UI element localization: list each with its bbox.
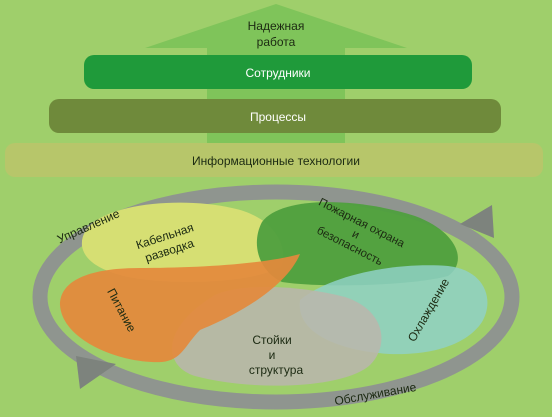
processes-bar (49, 99, 501, 133)
petal-fire (256, 202, 458, 286)
arrow-label-line2: работа (257, 35, 296, 49)
petal-cabling (81, 202, 284, 282)
arrow-label-line1: Надежная (248, 19, 305, 33)
fire-label-line2: и (350, 228, 361, 242)
racks-label-line2: и (269, 348, 276, 362)
it-bar (5, 143, 543, 177)
maintenance-label: Обслуживание (333, 380, 417, 408)
lifecycle-ring (32, 184, 520, 410)
processes-bar-label: Процессы (250, 110, 306, 124)
employees-bar-label: Сотрудники (246, 66, 311, 80)
racks-label: Стойки и структура (249, 333, 304, 377)
racks-label-line3: структура (249, 363, 304, 377)
racks-label-line1: Стойки (252, 333, 291, 347)
ring-arrowhead-right (460, 205, 494, 238)
ring-arrowhead-left (76, 356, 116, 389)
maintenance-label-text: Обслуживание (333, 380, 417, 408)
employees-bar (84, 55, 472, 89)
petal-power (60, 254, 300, 363)
it-bar-label: Информационные технологии (192, 154, 360, 168)
